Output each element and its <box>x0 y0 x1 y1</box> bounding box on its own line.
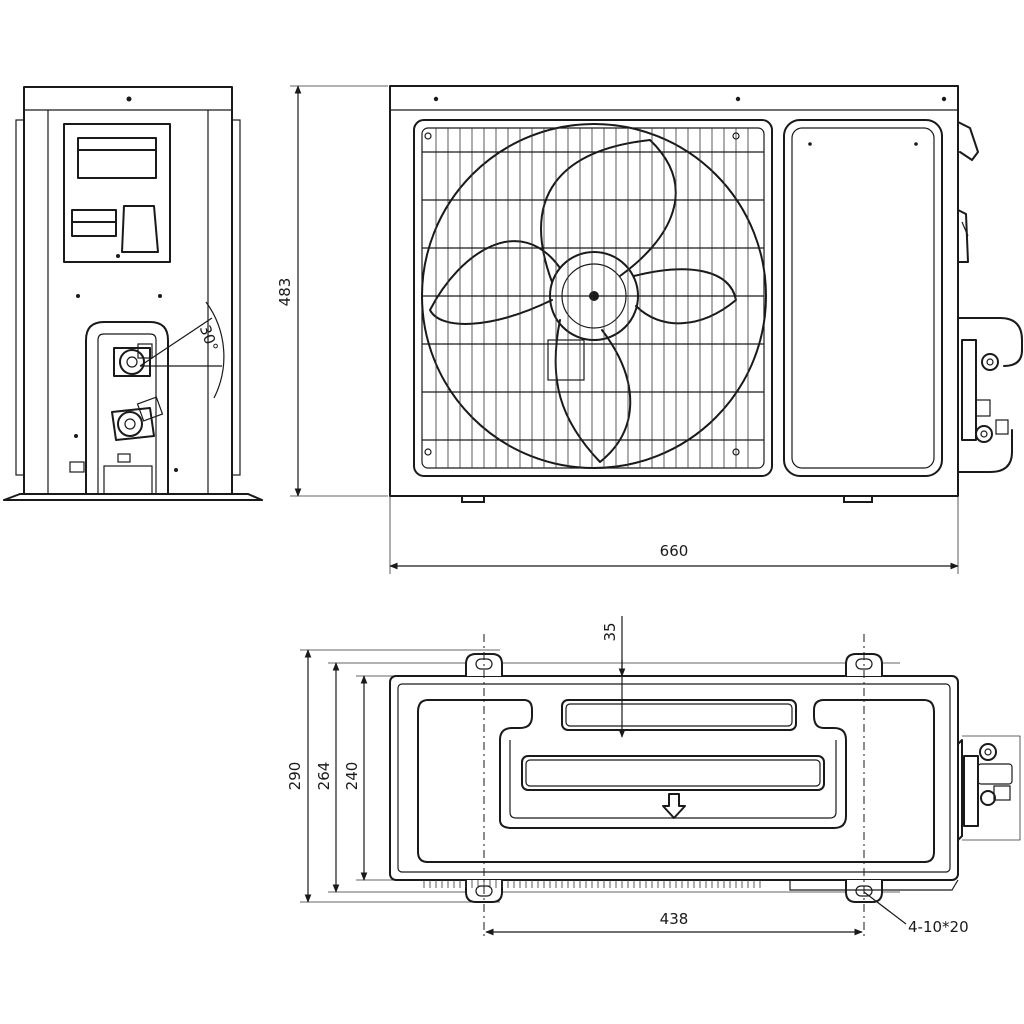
depth-outer-label: 290 <box>286 762 304 791</box>
depth-mid-label: 264 <box>315 762 333 791</box>
angle-label: 30° <box>196 323 222 354</box>
front-view: 483 660 <box>276 85 1023 574</box>
hole-span-label: 438 <box>660 910 689 928</box>
offset-label: 35 <box>601 622 619 641</box>
depth-inner-label: 240 <box>343 762 361 791</box>
top-view: 290 264 240 35 <box>286 616 1021 940</box>
side-view: 30° <box>3 86 263 501</box>
height-dimension-label: 483 <box>276 278 294 307</box>
hole-spec-label: 4-10*20 <box>908 918 969 936</box>
width-dimension-label: 660 <box>660 542 689 560</box>
